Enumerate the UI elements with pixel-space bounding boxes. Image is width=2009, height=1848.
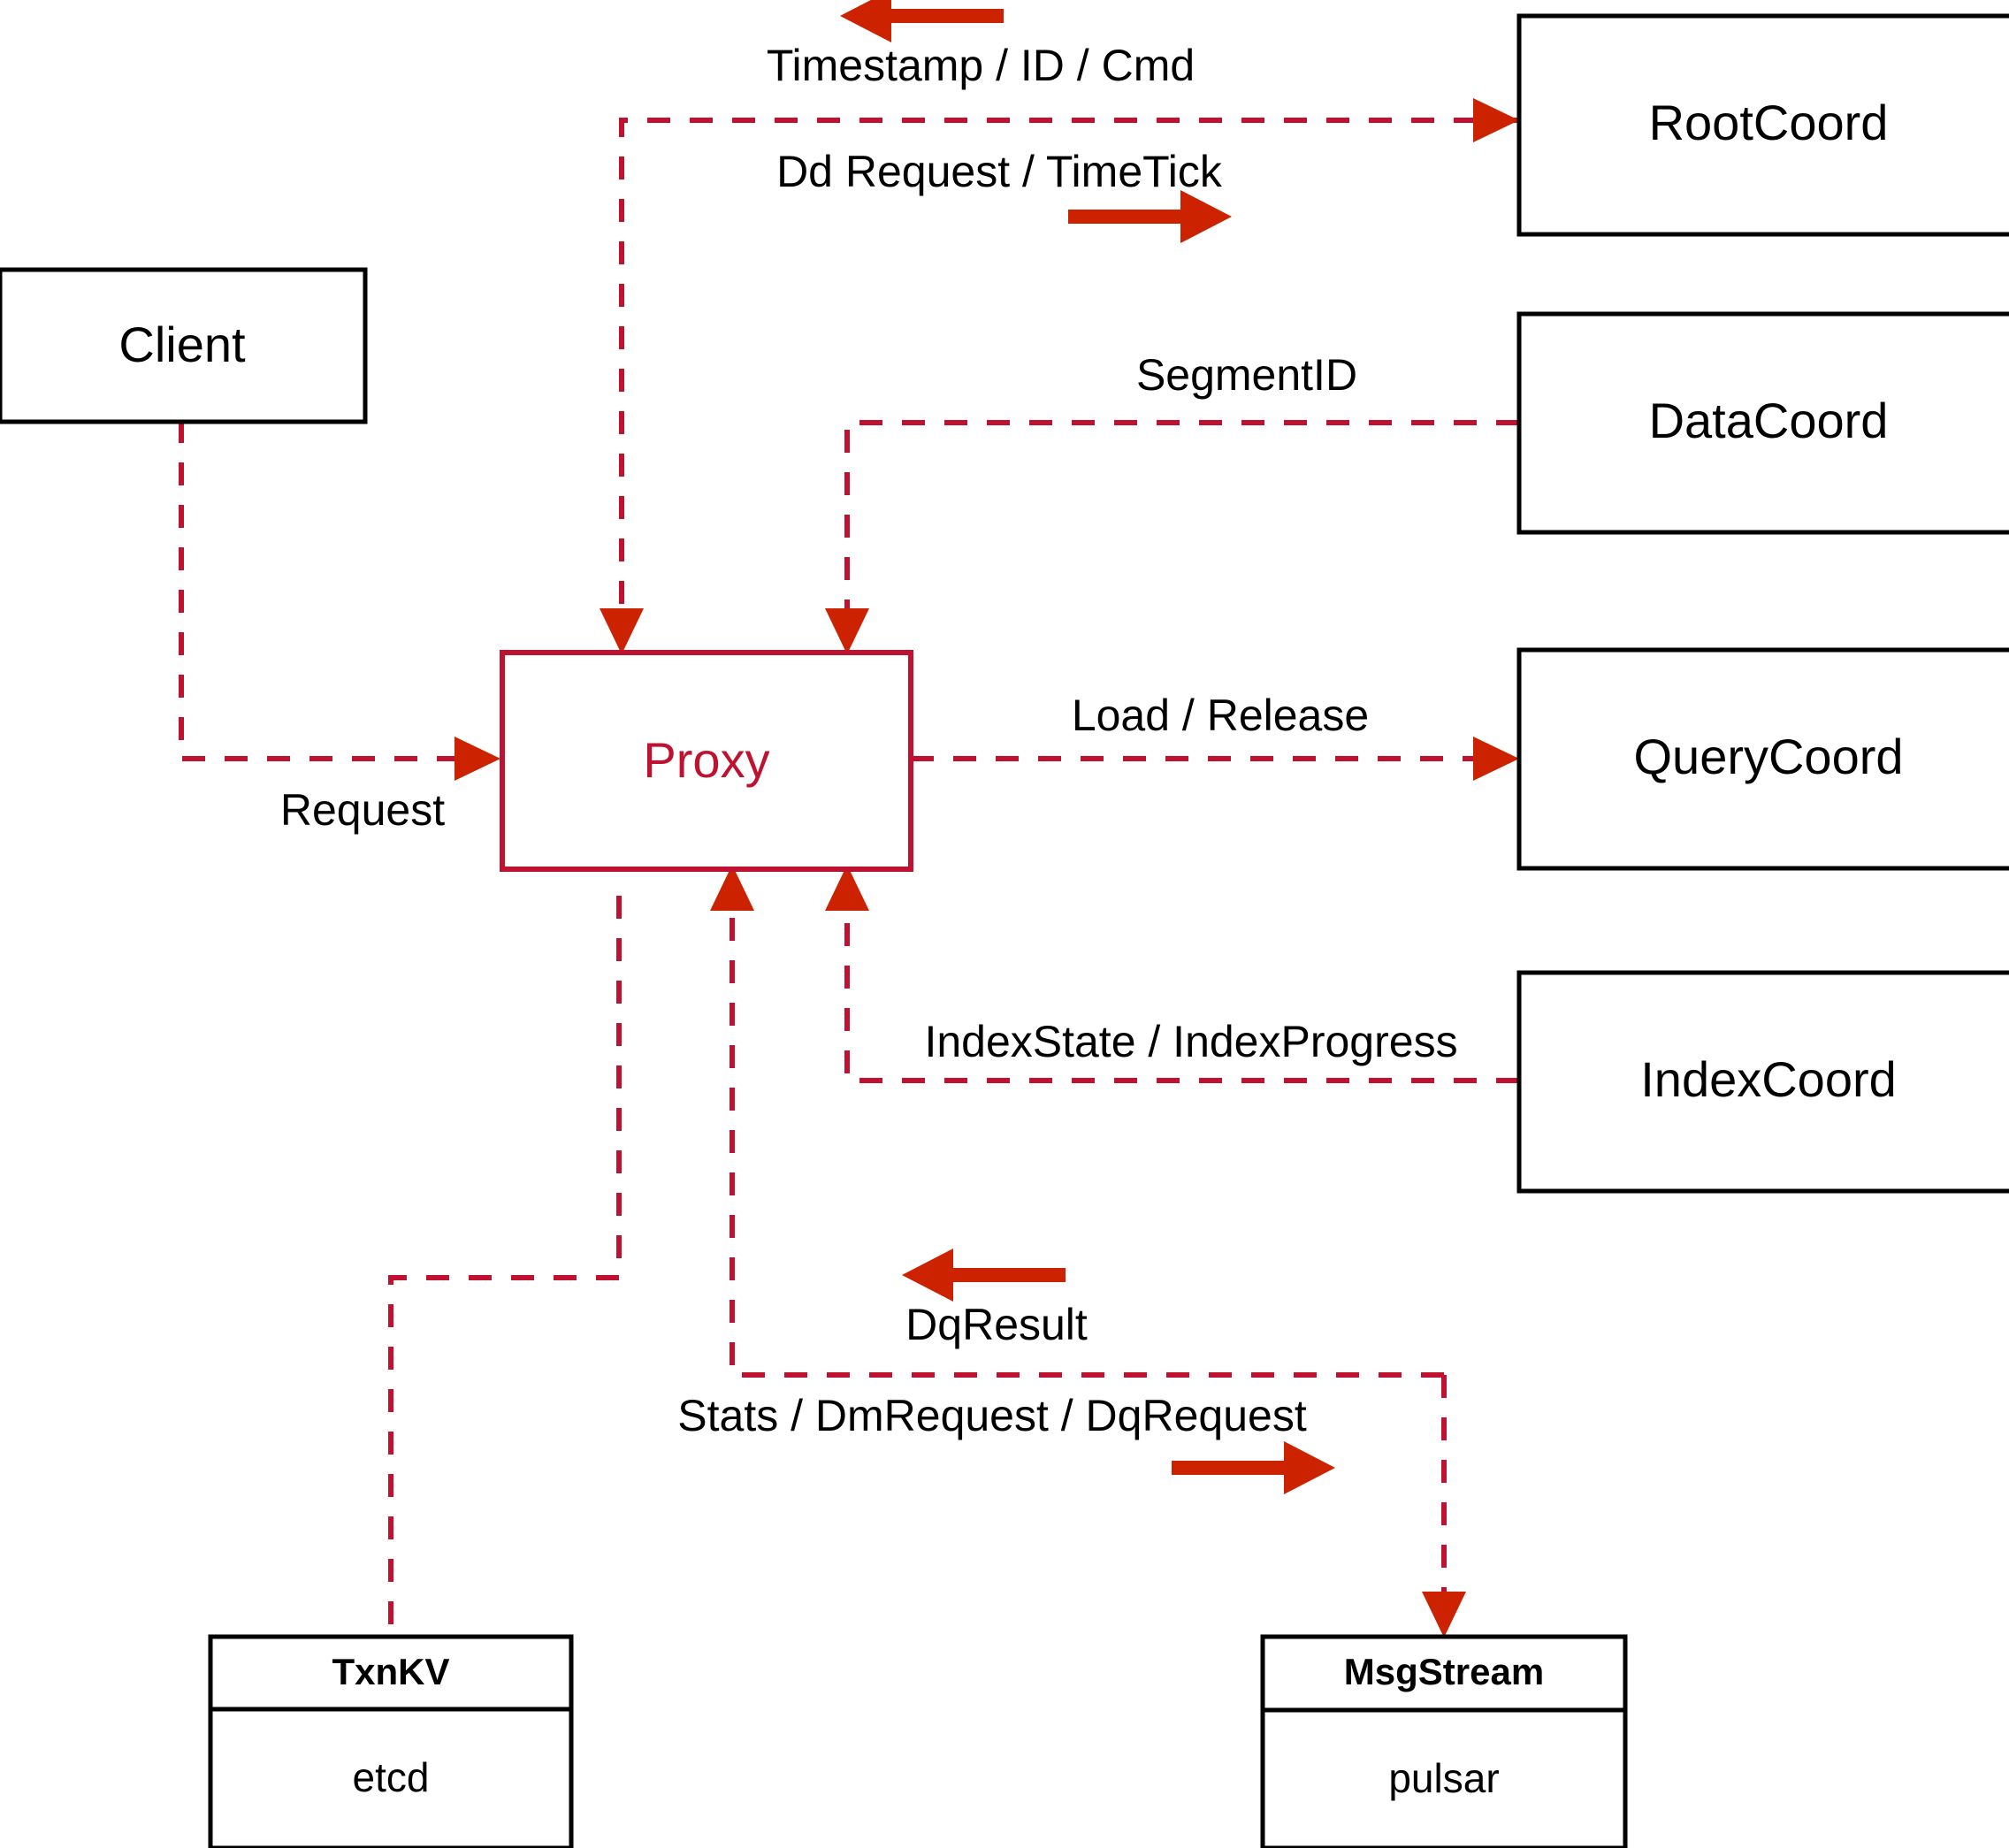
edge-label-request: Request [280,785,445,835]
edge-label-load-release: Load / Release [1072,691,1369,740]
node-msgstream-title: MsgStream [1344,1651,1544,1692]
node-datacoord-label: DataCoord [1649,393,1889,448]
flow-rootcoord-to-proxy [619,118,1519,623]
node-txnkv-impl: etcd [353,1754,430,1800]
node-proxy[interactable] [500,650,913,872]
node-msgstream-impl: pulsar [1388,1755,1499,1801]
direction-arrow-head-dqresult [902,1249,953,1302]
flow-msgstream-to-proxy [730,896,1444,1378]
node-txnkv-title: TxnKV [332,1651,449,1692]
node-msgstream[interactable] [1260,1634,1628,1848]
arrowhead-proxy-to-rootcoord [1473,98,1519,142]
arrowhead-msgstream-to-proxy [710,865,754,911]
direction-arrow-head-stats [1284,1441,1335,1494]
node-client-label: Client [118,317,246,372]
flow-datacoord-to-proxy [844,420,1519,623]
arrowhead-proxy-to-msgstream [1422,1592,1466,1638]
node-querycoord[interactable] [1516,647,2009,871]
arrowhead-proxy-to-querycoord [1473,737,1519,781]
node-client[interactable] [0,267,368,424]
arrowhead-indexcoord-to-proxy [825,865,869,911]
node-proxy-label: Proxy [643,732,769,788]
node-indexcoord[interactable] [1516,970,2009,1194]
edge-label-stats-dmrequest-dqrequest: Stats / DmRequest / DqRequest [677,1391,1307,1440]
arrowhead-datacoord-to-proxy [825,608,869,654]
arrowhead-rootcoord-to-proxy [600,608,644,654]
edge-label-indexstate-indexprogress: IndexState / IndexProgress [924,1017,1457,1066]
node-indexcoord-label: IndexCoord [1640,1051,1897,1107]
node-querycoord-label: QueryCoord [1633,729,1903,784]
arrowhead-client-to-proxy [455,737,500,781]
edge-label-timestamp-id-cmd: Timestamp / ID / Cmd [767,41,1195,90]
edge-label-segmentid: SegmentID [1136,350,1357,400]
node-rootcoord-label: RootCoord [1649,95,1889,150]
direction-arrow-head-ddrequest [1180,190,1232,243]
node-txnkv[interactable] [208,1634,574,1848]
node-datacoord[interactable] [1516,311,2009,535]
node-rootcoord[interactable] [1516,13,2009,237]
flow-client-to-proxy [179,420,469,761]
flow-proxy-to-txnkv [388,896,622,1637]
edge-label-dqresult: DqResult [905,1300,1088,1349]
direction-arrow-head-timestamp [840,0,891,42]
edge-label-dd-request-timetick: Dd Request / TimeTick [776,147,1223,196]
flow-indexcoord-to-proxy [844,896,1519,1083]
